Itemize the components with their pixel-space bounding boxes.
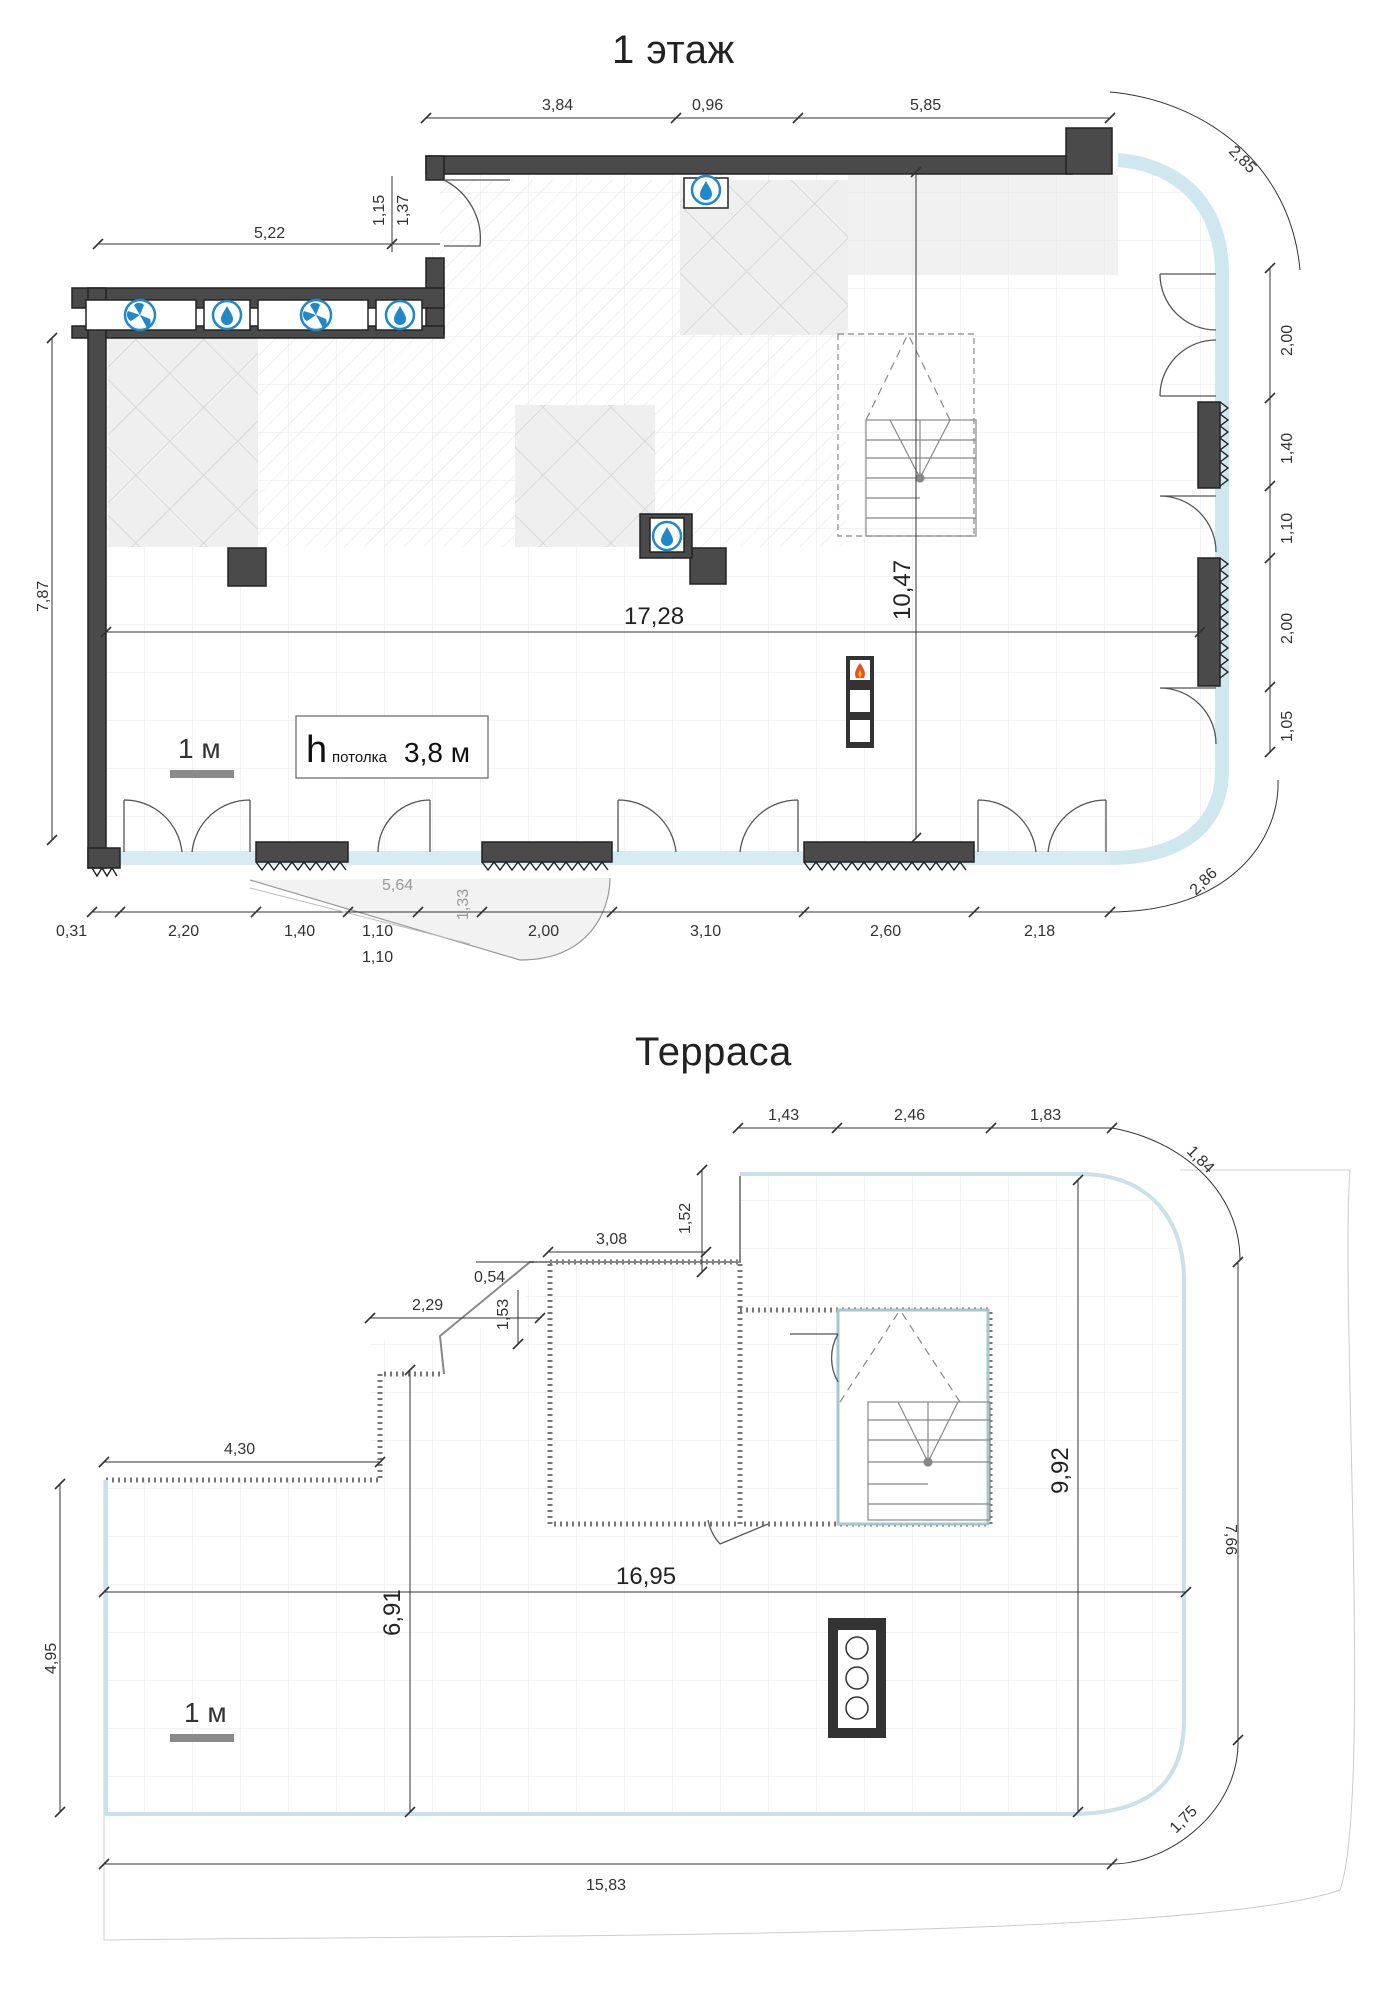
dim-floor1-ramp-w: 1,33 — [455, 889, 472, 920]
dim-terrace-inner-height: 6,91 — [379, 1589, 406, 1636]
terrace-doors — [707, 1333, 839, 1545]
dim-terrace-corner-top: 1,84 — [1183, 1143, 1217, 1177]
dim-floor1-right-c: 1,10 — [1279, 513, 1296, 544]
zone-hatched-upper — [440, 180, 680, 335]
floor1-dimension-ticks — [46, 112, 1276, 918]
ceiling-height-box — [295, 715, 489, 779]
dim-floor1-right-b: 1,40 — [1279, 433, 1296, 464]
wall-bottom-1 — [255, 841, 349, 863]
dim-floor1-bottom-b: 2,20 — [168, 923, 199, 940]
zone-tile-left-pattern — [108, 335, 258, 547]
wall-right-1 — [1197, 401, 1221, 489]
wall-step — [425, 155, 445, 181]
stairs-icon — [839, 1309, 991, 1521]
column-left — [227, 547, 267, 587]
terrace-title: Терраса — [635, 1030, 792, 1074]
dim-floor1-top-c: 5,85 — [910, 97, 941, 114]
ramp — [249, 877, 611, 961]
dim-floor1-bottom-d: 1,10 — [362, 923, 393, 940]
zone-tile-center-pattern — [515, 405, 655, 547]
dim-terrace-right-height: 7,66 — [1222, 1524, 1239, 1555]
dim-floor1-step-a: 1,15 — [371, 195, 388, 226]
dim-terrace-width-total: 16,95 — [616, 1563, 676, 1590]
wall-top — [425, 155, 1073, 175]
dim-floor1-bottom-c: 1,40 — [284, 923, 315, 940]
dim-floor1-corner-bottom: 2,86 — [1187, 865, 1221, 899]
dim-floor1-bottom-f: 3,10 — [690, 923, 721, 940]
ceiling-value: 3,8 м — [404, 737, 470, 768]
dim-terrace-step-b: 0,54 — [474, 1269, 505, 1286]
wall-right-2 — [1197, 557, 1221, 687]
zone-top-right-grid — [848, 175, 1118, 275]
water-drop-icon — [211, 299, 243, 331]
dim-terrace-step-a-h: 1,52 — [677, 1203, 694, 1234]
wall-sawtooth — [91, 401, 1230, 878]
floor1-dimension-lines — [51, 91, 1301, 945]
terrace-plan — [54, 1122, 1356, 1941]
dim-floor1-left-top: 5,22 — [254, 225, 285, 242]
dim-terrace-top-c: 1,83 — [1030, 1107, 1061, 1124]
dim-floor1-left-height: 7,87 — [35, 581, 52, 612]
terrace-dimension-ticks — [54, 1122, 1244, 1870]
terrace-scale-bar — [170, 1734, 234, 1742]
fire-icon — [828, 1618, 886, 1738]
doors — [123, 179, 1217, 853]
dim-floor1-ramp-len: 5,64 — [382, 877, 413, 894]
dim-floor1-bottom-sub: 1,10 — [362, 949, 393, 966]
scale-bar — [170, 770, 234, 778]
floor1-plan — [46, 91, 1301, 961]
dim-floor1-bottom-a: 0,31 — [56, 923, 87, 940]
dim-floor1-depth-total: 10,47 — [889, 560, 916, 620]
wall-bottom-2 — [481, 841, 613, 863]
fan-icon — [299, 298, 333, 332]
ceiling-label: потолка — [332, 749, 387, 766]
stair-box — [836, 1308, 990, 1526]
dim-terrace-step-b-h: 1,53 — [495, 1299, 512, 1330]
terrace-scale-label: 1 м — [184, 1697, 227, 1728]
dim-floor1-bottom-e: 2,00 — [528, 923, 559, 940]
dim-floor1-bottom-g: 2,60 — [870, 923, 901, 940]
dim-floor1-step-b: 1,37 — [395, 195, 412, 226]
ceiling-h: h — [306, 729, 327, 771]
fire-icon — [846, 656, 874, 748]
water-drop-icon — [384, 299, 416, 331]
dim-floor1-corner-top: 2,85 — [1225, 143, 1259, 177]
dim-terrace-left-height: 4,95 — [43, 1643, 60, 1674]
dim-floor1-right-d: 2,00 — [1279, 613, 1296, 644]
floor1-title: 1 этаж — [612, 28, 735, 72]
dim-floor1-bottom-h: 2,18 — [1024, 923, 1055, 940]
dim-floor1-top-a: 3,84 — [542, 97, 573, 114]
dim-floor1-right-e: 1,05 — [1279, 711, 1296, 742]
dim-terrace-top-b: 2,46 — [894, 1107, 925, 1124]
terrace-outline — [103, 1169, 1356, 1941]
dim-terrace-depth-total: 9,92 — [1047, 1447, 1074, 1494]
dim-terrace-corner-bottom: 1,75 — [1167, 1803, 1201, 1837]
terrace-glazing — [104, 1172, 1186, 1816]
dim-floor1-right-a: 2,00 — [1279, 325, 1296, 356]
terrace-dimension-lines — [59, 1127, 1241, 1865]
stairs-icon — [837, 333, 977, 537]
glazing-curve-top — [1109, 153, 1229, 865]
dim-terrace-bottom-total: 15,83 — [586, 1877, 626, 1894]
wall-bottom-3 — [803, 841, 975, 863]
floor1-scale-label: 1 м — [178, 733, 221, 764]
terrace-floor — [106, 1172, 1178, 1812]
dim-floor1-width-total: 17,28 — [624, 603, 684, 630]
column-center — [689, 547, 727, 585]
water-drop-icon — [651, 520, 683, 552]
inner-volume — [547, 1259, 743, 1527]
wall-left-foot — [87, 847, 121, 869]
wall-left — [87, 287, 107, 869]
dim-terrace-step-a: 3,08 — [596, 1231, 627, 1248]
dim-terrace-left-top: 4,30 — [224, 1441, 255, 1458]
fan-icon — [123, 298, 157, 332]
dim-terrace-step-c: 2,29 — [412, 1297, 443, 1314]
wall-top-corner — [1065, 127, 1113, 175]
dim-floor1-top-b: 0,96 — [692, 97, 723, 114]
water-drop-icon — [690, 174, 722, 206]
dim-terrace-top-a: 1,43 — [768, 1107, 799, 1124]
